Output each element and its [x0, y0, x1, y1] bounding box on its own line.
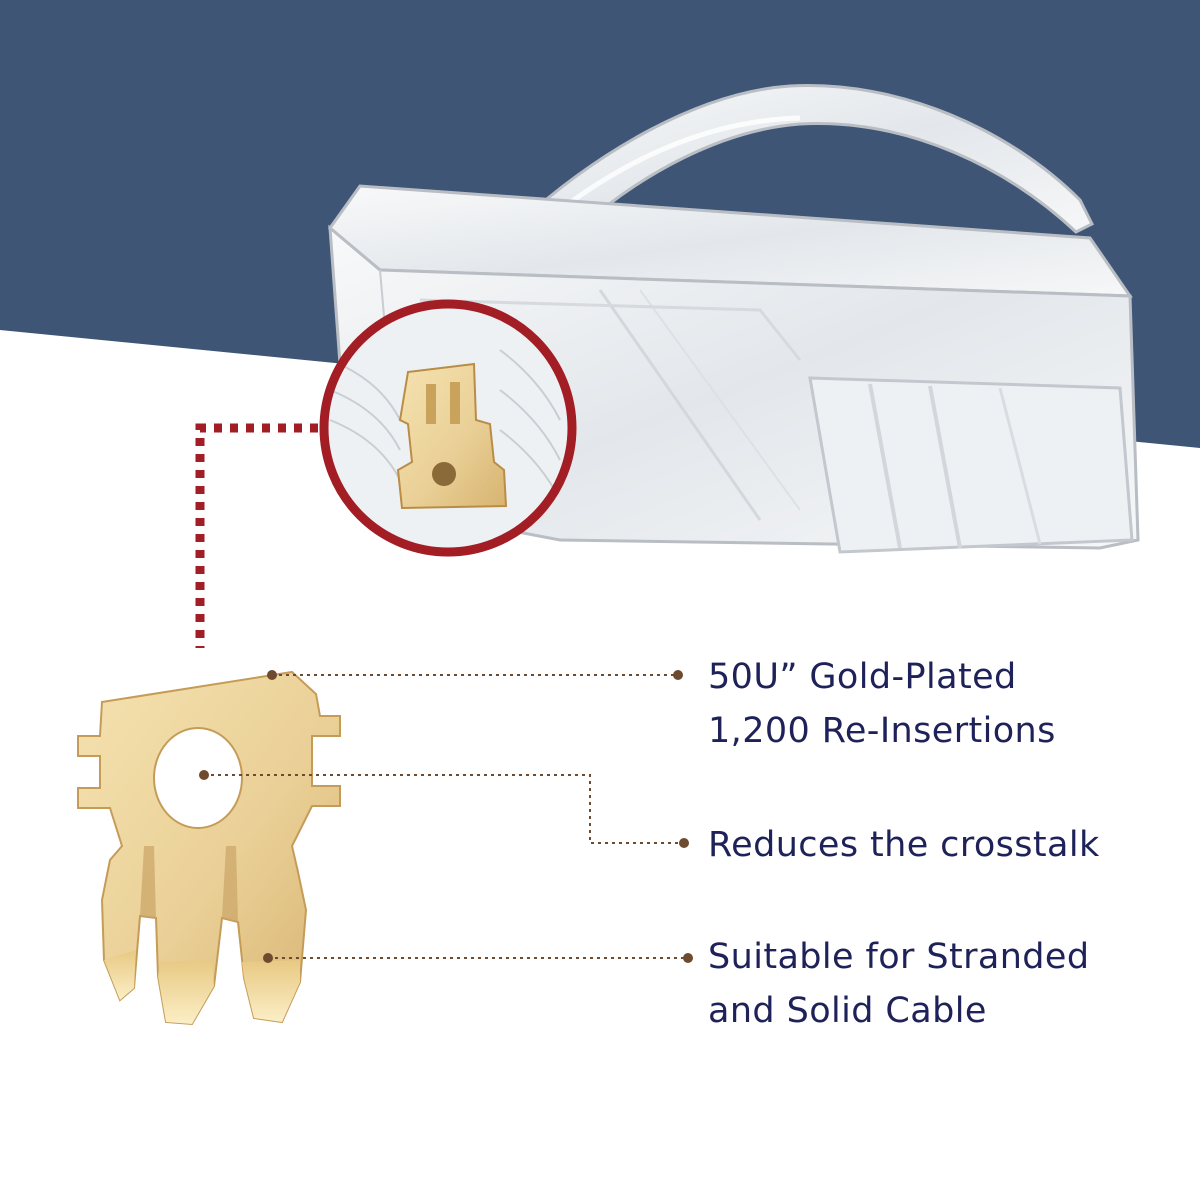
callout-gold-plated: 50U” Gold-Plated 1,200 Re-Insertions — [708, 650, 1056, 758]
connector-rear-block — [808, 376, 1134, 554]
callout-gold-plated-line1: 50U” Gold-Plated — [708, 657, 1017, 697]
leader-crosstalk — [204, 774, 684, 844]
callout-stranded-solid-line1: Suitable for Stranded — [708, 937, 1090, 977]
callout-stranded-solid-line2: and Solid Cable — [708, 991, 987, 1031]
gold-contact-blade-icon — [77, 670, 341, 1026]
callout-crosstalk: Reduces the crosstalk — [708, 818, 1100, 872]
contact-hole — [153, 727, 243, 829]
callout-stranded-solid: Suitable for Stranded and Solid Cable — [708, 930, 1089, 1038]
latch-clip — [516, 84, 1095, 234]
zoom-leader-line — [195, 423, 318, 648]
zoomed-contact — [396, 362, 508, 510]
callout-crosstalk-line1: Reduces the crosstalk — [708, 825, 1100, 865]
callout-gold-plated-line2: 1,200 Re-Insertions — [708, 711, 1056, 751]
magnify-ring-icon — [319, 299, 577, 557]
callout-leaders — [199, 670, 693, 963]
zoom-ring-outline — [319, 299, 577, 557]
rj45-connector-icon — [327, 84, 1140, 554]
